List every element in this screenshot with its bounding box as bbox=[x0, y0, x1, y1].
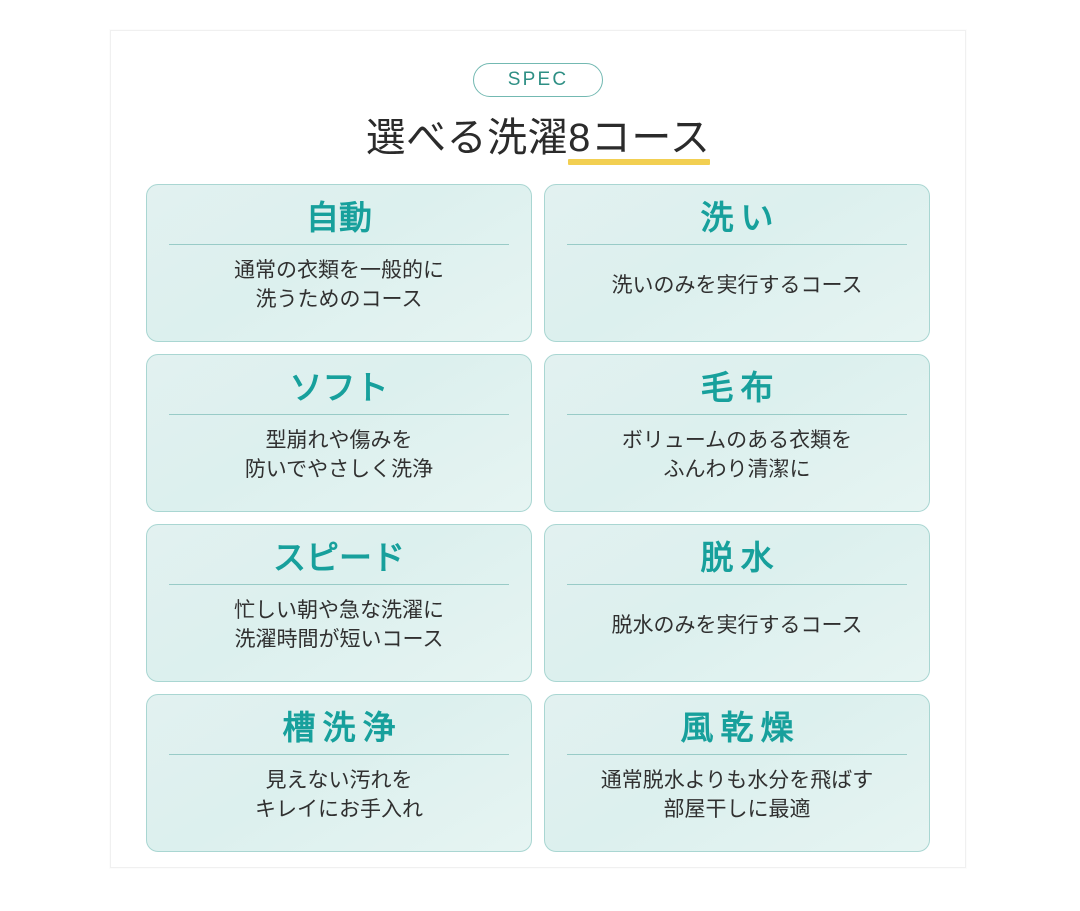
course-card: 毛布ボリュームのある衣類をふんわり清潔に bbox=[544, 354, 930, 512]
page-title-highlighted: 8コース bbox=[568, 116, 711, 165]
course-card: 洗い洗いのみを実行するコース bbox=[544, 184, 930, 342]
course-card-description: 型崩れや傷みを防いでやさしく洗浄 bbox=[245, 415, 433, 497]
page-title: 選べる洗濯8コース bbox=[111, 116, 965, 165]
course-card-description: 通常の衣類を一般的に洗うためのコース bbox=[234, 245, 444, 327]
course-card-title: スピード bbox=[273, 539, 405, 576]
course-card-description-line: 見えない汚れを bbox=[265, 769, 413, 793]
spec-badge: SPEC bbox=[472, 63, 604, 97]
course-card: 槽洗浄見えない汚れをキレイにお手入れ bbox=[146, 694, 532, 852]
course-card-description-line: ふんわり清潔に bbox=[663, 458, 811, 482]
course-card-description-line: 忙しい朝や急な洗濯に bbox=[234, 599, 444, 623]
course-card-description-line: 洗濯時間が短いコース bbox=[234, 628, 444, 652]
course-card-description-line: キレイにお手入れ bbox=[255, 798, 423, 822]
course-card-description-line: 脱水のみを実行するコース bbox=[611, 613, 863, 637]
course-card-title: 脱水 bbox=[700, 539, 781, 576]
course-card: スピード忙しい朝や急な洗濯に洗濯時間が短いコース bbox=[146, 524, 532, 682]
course-card-title: 自動 bbox=[306, 199, 372, 236]
course-card-description-line: 洗うためのコース bbox=[255, 288, 423, 312]
course-card-description: 脱水のみを実行するコース bbox=[612, 585, 863, 667]
course-card-divider bbox=[567, 244, 907, 246]
course-card-description: ボリュームのある衣類をふんわり清潔に bbox=[622, 415, 852, 497]
course-card-description-line: 防いでやさしく洗浄 bbox=[244, 458, 434, 482]
course-card-title: 洗い bbox=[700, 199, 781, 236]
course-card-description-line: 型崩れや傷みを bbox=[265, 429, 413, 453]
course-card: ソフト型崩れや傷みを防いでやさしく洗浄 bbox=[146, 354, 532, 512]
course-card-description: 忙しい朝や急な洗濯に洗濯時間が短いコース bbox=[234, 585, 444, 667]
course-card-description-line: 洗いのみを実行するコース bbox=[611, 273, 863, 297]
course-card-description-line: 通常脱水よりも水分を飛ばす bbox=[600, 769, 874, 793]
course-card-description: 通常脱水よりも水分を飛ばす部屋干しに最適 bbox=[601, 755, 874, 837]
course-card-divider bbox=[169, 754, 509, 756]
course-card-divider bbox=[169, 584, 509, 586]
page-title-plain: 選べる洗濯 bbox=[365, 116, 569, 160]
course-card-description-line: ボリュームのある衣類を bbox=[621, 429, 853, 453]
course-card-description: 洗いのみを実行するコース bbox=[612, 245, 863, 327]
course-card-divider bbox=[169, 414, 509, 416]
course-card-title: ソフト bbox=[289, 369, 389, 406]
course-card-divider bbox=[567, 584, 907, 586]
course-grid: 自動通常の衣類を一般的に洗うためのコース洗い洗いのみを実行するコースソフト型崩れ… bbox=[146, 184, 930, 852]
course-card-title: 毛布 bbox=[700, 369, 781, 406]
course-card-description-line: 通常の衣類を一般的に bbox=[234, 259, 444, 283]
course-card: 脱水脱水のみを実行するコース bbox=[544, 524, 930, 682]
course-card: 風乾燥通常脱水よりも水分を飛ばす部屋干しに最適 bbox=[544, 694, 930, 852]
course-card-divider bbox=[169, 244, 509, 246]
course-card-description-line: 部屋干しに最適 bbox=[663, 798, 811, 822]
course-card-title: 風乾燥 bbox=[680, 709, 801, 746]
course-card-description: 見えない汚れをキレイにお手入れ bbox=[255, 755, 423, 837]
course-card: 自動通常の衣類を一般的に洗うためのコース bbox=[146, 184, 532, 342]
spec-panel: SPEC 選べる洗濯8コース 自動通常の衣類を一般的に洗うためのコース洗い洗いの… bbox=[110, 30, 966, 868]
course-card-divider bbox=[567, 414, 907, 416]
course-card-title: 槽洗浄 bbox=[282, 709, 403, 746]
course-card-divider bbox=[567, 754, 907, 756]
spec-header: SPEC 選べる洗濯8コース bbox=[111, 31, 965, 165]
